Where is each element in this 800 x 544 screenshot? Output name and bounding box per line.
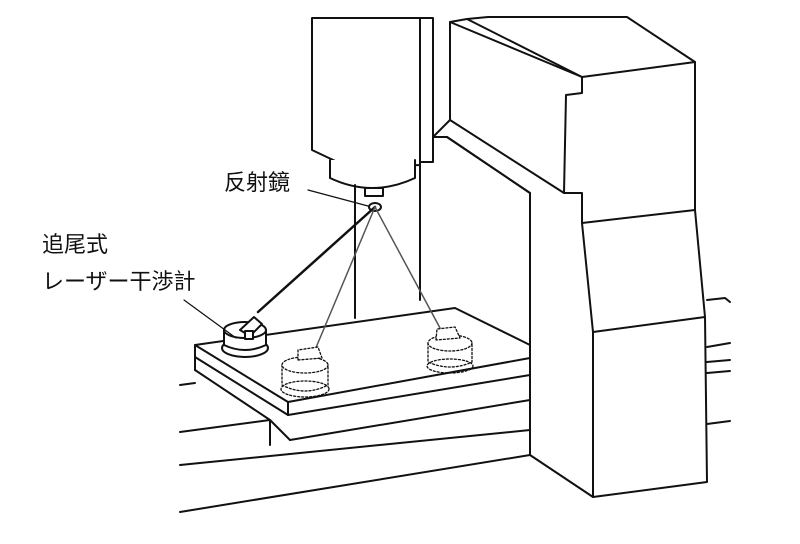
- tracker-alt-positions: [280, 326, 474, 398]
- tracker-leader-line: [183, 299, 237, 339]
- laser-beams: [256, 205, 441, 351]
- gantry-column: [432, 16, 708, 498]
- mirror-label: 反射鏡: [224, 171, 291, 196]
- laser-tracker: [221, 316, 269, 358]
- tracker-label-line1: 追尾式: [42, 233, 109, 258]
- right-rails: [706, 297, 731, 425]
- tracker-label-line2: レーザー干渉計: [42, 270, 196, 295]
- spindle-head: [311, 17, 434, 319]
- mirror-leader-line: [307, 189, 369, 207]
- machine-bed: [179, 369, 531, 513]
